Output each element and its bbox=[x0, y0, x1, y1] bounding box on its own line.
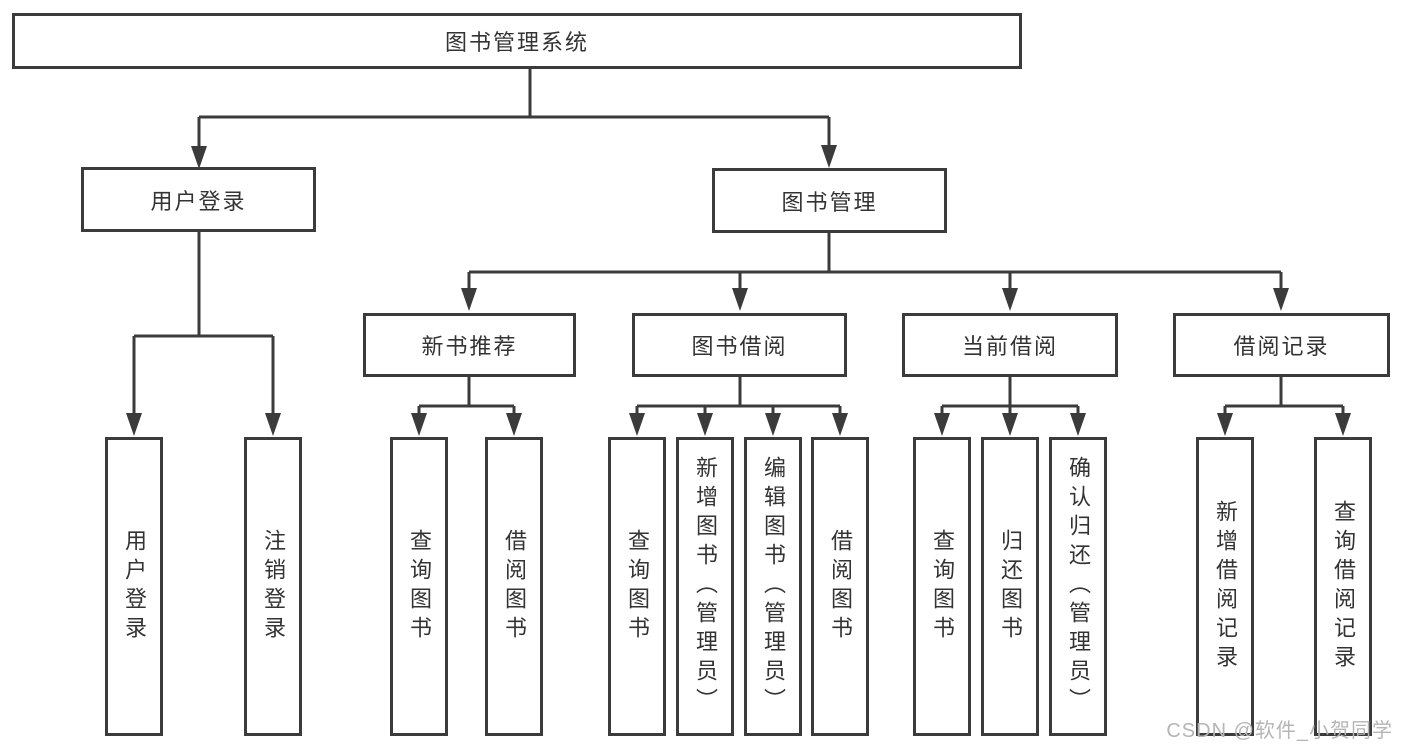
leaf-confirm-return-admin-label: 确认归还（管理员） bbox=[1066, 456, 1091, 717]
node-book-management-label: 图书管理 bbox=[781, 189, 878, 215]
node-new-book-recommend-label: 新书推荐 bbox=[421, 334, 518, 359]
leaf-user-login-label: 用户登录 bbox=[122, 528, 147, 645]
leaf-query-books-current: 查询图书 bbox=[913, 437, 971, 736]
node-borrow-records: 借阅记录 bbox=[1173, 313, 1390, 377]
leaf-user-login: 用户登录 bbox=[105, 437, 163, 736]
node-current-borrow: 当前借阅 bbox=[902, 313, 1118, 377]
leaf-query-books-borrow-label: 查询图书 bbox=[625, 528, 650, 645]
leaf-return-books-label: 归还图书 bbox=[998, 528, 1023, 645]
leaf-query-borrow-record-label: 查询借阅记录 bbox=[1331, 499, 1356, 674]
node-new-book-recommend: 新书推荐 bbox=[363, 313, 576, 377]
leaf-borrow-books-label: 借阅图书 bbox=[828, 528, 853, 645]
leaf-query-books-recommend: 查询图书 bbox=[390, 437, 448, 736]
leaf-borrow-books-recommend: 借阅图书 bbox=[485, 437, 543, 736]
arrowheads bbox=[126, 145, 1351, 436]
leaf-logout: 注销登录 bbox=[244, 437, 302, 736]
leaf-edit-books-admin-label: 编辑图书（管理员） bbox=[761, 456, 786, 717]
node-root-label: 图书管理系统 bbox=[444, 30, 589, 55]
leaf-query-books-recommend-label: 查询图书 bbox=[407, 528, 432, 645]
node-book-borrow-label: 图书借阅 bbox=[691, 334, 788, 359]
node-current-borrow-label: 当前借阅 bbox=[961, 334, 1058, 359]
leaf-add-borrow-record-label: 新增借阅记录 bbox=[1213, 499, 1238, 674]
leaf-query-borrow-record: 查询借阅记录 bbox=[1314, 437, 1372, 736]
leaf-query-books-borrow: 查询图书 bbox=[608, 437, 666, 736]
leaf-confirm-return-admin: 确认归还（管理员） bbox=[1049, 437, 1107, 736]
leaf-query-books-current-label: 查询图书 bbox=[930, 528, 955, 645]
csdn-watermark: CSDN @软件_小贺同学 bbox=[1166, 720, 1393, 742]
node-book-management: 图书管理 bbox=[712, 168, 947, 233]
leaf-logout-label: 注销登录 bbox=[261, 528, 286, 645]
leaf-add-books-admin: 新增图书（管理员） bbox=[676, 437, 734, 736]
leaf-borrow-books-recommend-label: 借阅图书 bbox=[502, 528, 527, 645]
node-root: 图书管理系统 bbox=[12, 13, 1022, 69]
leaf-edit-books-admin: 编辑图书（管理员） bbox=[744, 437, 802, 736]
leaf-add-borrow-record: 新增借阅记录 bbox=[1196, 437, 1254, 736]
node-user-login: 用户登录 bbox=[81, 167, 316, 232]
node-book-borrow: 图书借阅 bbox=[632, 313, 847, 377]
node-borrow-records-label: 借阅记录 bbox=[1233, 334, 1330, 359]
leaf-borrow-books: 借阅图书 bbox=[811, 437, 869, 736]
leaf-return-books: 归还图书 bbox=[981, 437, 1039, 736]
leaf-add-books-admin-label: 新增图书（管理员） bbox=[693, 456, 718, 717]
node-user-login-label: 用户登录 bbox=[150, 188, 247, 214]
